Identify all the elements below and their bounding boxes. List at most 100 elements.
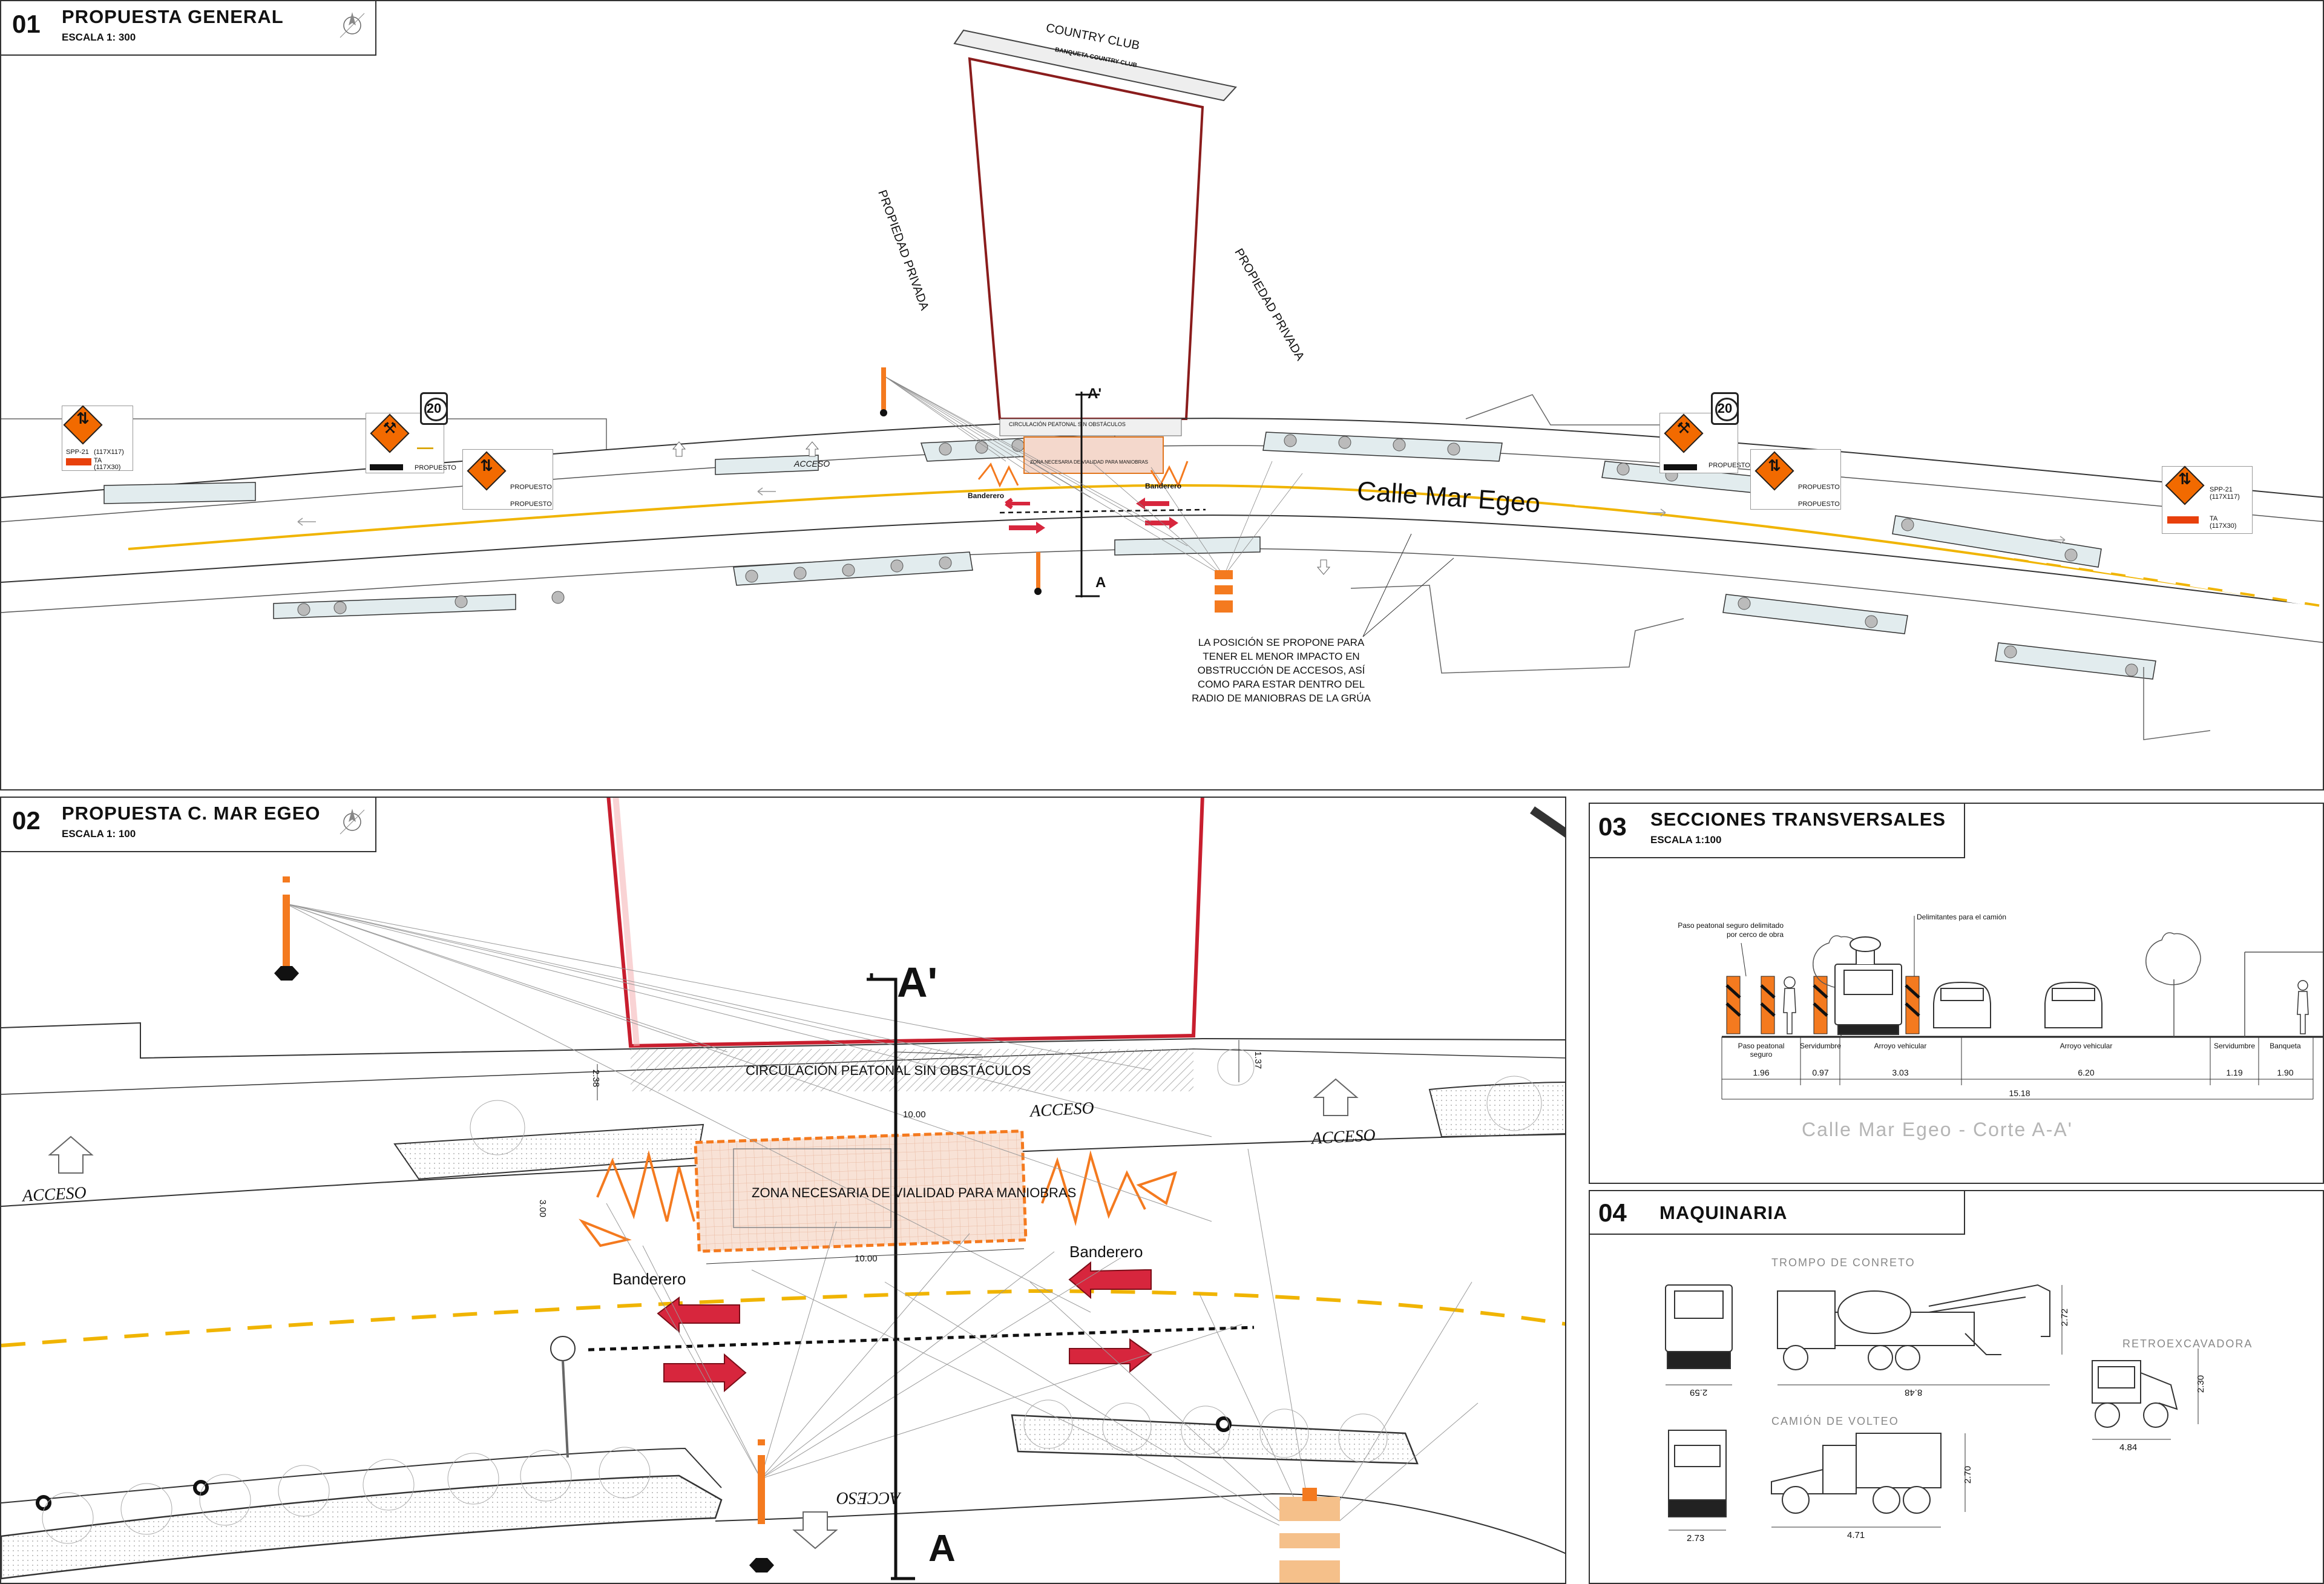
seg-value-5: 1.90	[2277, 1068, 2294, 1077]
section-a: A	[1095, 574, 1106, 591]
panel-maquinaria: 04 MAQUINARIA TROMPO DE CONRETO CAMIÓN D…	[1589, 1190, 2324, 1584]
acceso-left-label: ACCESO	[22, 1183, 87, 1206]
dim-volteo-height: 2.70	[1963, 1465, 1974, 1484]
panel-propuesta-mar-egeo: 02 PROPUESTA C. MAR EGEO ESCALA 1: 100	[0, 797, 1566, 1584]
panel-number: 03	[1598, 812, 1627, 841]
title-block-02: 02 PROPUESTA C. MAR EGEO ESCALA 1: 100	[1, 798, 376, 852]
seg-value-2: 3.03	[1892, 1068, 1909, 1077]
banderero-right-label: Banderero	[1145, 482, 1182, 490]
lane-shift-icon: ⇅	[480, 456, 493, 475]
sign-code: SPP-21	[2210, 486, 2233, 493]
panel-scale: ESCALA 1: 100	[62, 828, 136, 840]
sign-size: (117X117)	[2210, 493, 2240, 501]
sign-size: (117X117)	[94, 449, 124, 456]
trompo-label: TROMPO DE CONRETO	[1771, 1257, 1915, 1269]
speed-limit-sign-left: 20	[420, 392, 448, 425]
seg-label-5: Banqueta	[2270, 1042, 2301, 1050]
panel-scale: ESCALA 1:100	[1650, 834, 1722, 846]
seg-label-1: Servidumbre	[1799, 1042, 1842, 1050]
sign-size-2: (117X30)	[2210, 522, 2237, 530]
panel-number: 02	[12, 806, 41, 835]
speed-limit-sign-right: 20	[1711, 392, 1739, 425]
machinery-drawing	[1665, 1284, 2199, 1531]
title-block-04: 04 MAQUINARIA	[1590, 1191, 1965, 1235]
sign-merge-left: ⇅ PROPUESTO PROPUESTO	[462, 449, 553, 510]
propuesto-label: PROPUESTO	[1798, 484, 1840, 491]
sign-spp21-right: ⇅ SPP-21 (117X117) TA (117X30)	[2162, 465, 2253, 534]
sign-merge-right: ⇅ PROPUESTO PROPUESTO	[1750, 449, 1841, 510]
sign-plate	[66, 458, 91, 465]
panel-title: PROPUESTA C. MAR EGEO	[62, 803, 321, 824]
sign-size-2: (117X30)	[94, 464, 121, 471]
seg-value-1: 0.97	[1812, 1068, 1829, 1077]
propuesto-label: PROPUESTO	[1798, 501, 1840, 508]
panel-secciones-transversales: 03 SECCIONES TRANSVERSALES ESCALA 1:100	[1589, 803, 2324, 1184]
lane-shift-icon: ⇅	[1768, 456, 1781, 475]
seg-label-2: Arroyo vehicular	[1874, 1042, 1927, 1050]
acceso-bottom-label: ACCESO	[836, 1488, 901, 1507]
dim-retro-height: 2.30	[2196, 1375, 2207, 1393]
seg-label-4: Servidumbre	[2213, 1042, 2256, 1050]
dim-volteo-front: 2.73	[1687, 1533, 1705, 1543]
position-note: LA POSICIÓN SE PROPONE PARA TENER EL MEN…	[1192, 637, 1371, 704]
propuesto-label: PROPUESTO	[1709, 462, 1750, 469]
title-block-01: 01 PROPUESTA GENERAL ESCALA 1: 300	[1, 1, 376, 56]
acceso-label: ACCESO	[794, 459, 830, 468]
total-width: 15.18	[2009, 1088, 2030, 1098]
section-a-prime-label: A'	[897, 959, 938, 1006]
zona-label-small: ZONA NECESARIA DE VIALIDAD PARA MANIOBRA…	[1030, 459, 1149, 465]
detail-plan-drawing	[1, 798, 1565, 1583]
plate-black	[1664, 464, 1697, 470]
seg-label-0: Paso peatonal seguro	[1738, 1042, 1785, 1059]
dim-trompo-height: 2.72	[2060, 1308, 2070, 1327]
sign-plate	[2167, 516, 2199, 524]
circulacion-label: CIRCULACIÓN PEATONAL SIN OBSTÁCULOS	[746, 1063, 1031, 1078]
sign-spp21-left: ⇅ SPP-21 (117X117) TA (117X30)	[62, 405, 133, 471]
title-block-03: 03 SECCIONES TRANSVERSALES ESCALA 1:100	[1590, 804, 1965, 858]
north-arrow-icon	[340, 12, 365, 38]
site-plan-drawing	[1, 29, 2323, 740]
section-caption: Calle Mar Egeo - Corte A-A'	[1802, 1119, 2073, 1140]
section-a-label: A	[928, 1528, 956, 1569]
dim-10-00-top: 10.00	[903, 1109, 926, 1120]
seg-value-4: 1.19	[2226, 1068, 2243, 1077]
volteo-label: CAMIÓN DE VOLTEO	[1771, 1415, 1899, 1427]
dim-3-00: 3.00	[537, 1199, 548, 1218]
seg-value-3: 6.20	[2078, 1068, 2095, 1077]
banderero-left-label: Banderero	[968, 491, 1005, 500]
dim-trompo-side: 8.48	[1905, 1387, 1923, 1398]
circulacion-label-small: CIRCULACIÓN PEATONAL SIN OBSTÁCULOS	[1009, 421, 1126, 427]
north-arrow-icon	[340, 809, 365, 835]
zona-label: ZONA NECESARIA DE VIALIDAD PARA MANIOBRA…	[752, 1185, 1077, 1200]
label-delimitantes: Delimitantes para el camión	[1917, 913, 2007, 921]
section-a-prime: A'	[1088, 386, 1102, 402]
propuesto-label: PROPUESTO	[510, 484, 552, 491]
sign-code-2: TA	[2210, 515, 2218, 522]
panel-title: MAQUINARIA	[1659, 1202, 1788, 1223]
acceso-right-label: ACCESO	[1311, 1126, 1376, 1148]
label-paso-peatonal: Paso peatonal seguro delimitado por cerc…	[1678, 921, 1784, 939]
retro-label: RETROEXCAVADORA	[2122, 1338, 2253, 1350]
dim-trompo-front: 2.59	[1690, 1387, 1708, 1398]
dim-2-38: 2.38	[591, 1069, 602, 1088]
worker-icon: ⚒	[1676, 419, 1691, 437]
acceso-mid-label: ACCESO	[1029, 1099, 1095, 1121]
cross-section-drawing	[1721, 916, 2323, 1100]
dim-retro-side: 4.84	[2119, 1442, 2138, 1453]
panel-title: PROPUESTA GENERAL	[62, 6, 284, 27]
dim-volteo-side: 4.71	[1847, 1530, 1865, 1540]
sign-code-2: TA	[94, 457, 102, 464]
banderero-left-label: Banderero	[612, 1270, 686, 1288]
plate-black	[370, 464, 403, 470]
lane-merge-icon: ⇅	[2178, 470, 2191, 488]
worker-icon: ⚒	[382, 419, 397, 437]
propuesto-label: PROPUESTO	[415, 464, 456, 472]
dim-10-00-bottom: 10.00	[855, 1254, 878, 1264]
propuesto-label: PROPUESTO	[510, 501, 552, 508]
banderero-right-label: Banderero	[1069, 1243, 1143, 1261]
dim-1-37: 1.37	[1253, 1051, 1264, 1070]
seg-label-3: Arroyo vehicular	[2060, 1042, 2113, 1050]
lane-merge-icon: ⇅	[76, 409, 90, 427]
seg-value-0: 1.96	[1753, 1068, 1770, 1077]
panel-propuesta-general: 01 PROPUESTA GENERAL ESCALA 1: 300	[0, 0, 2324, 790]
